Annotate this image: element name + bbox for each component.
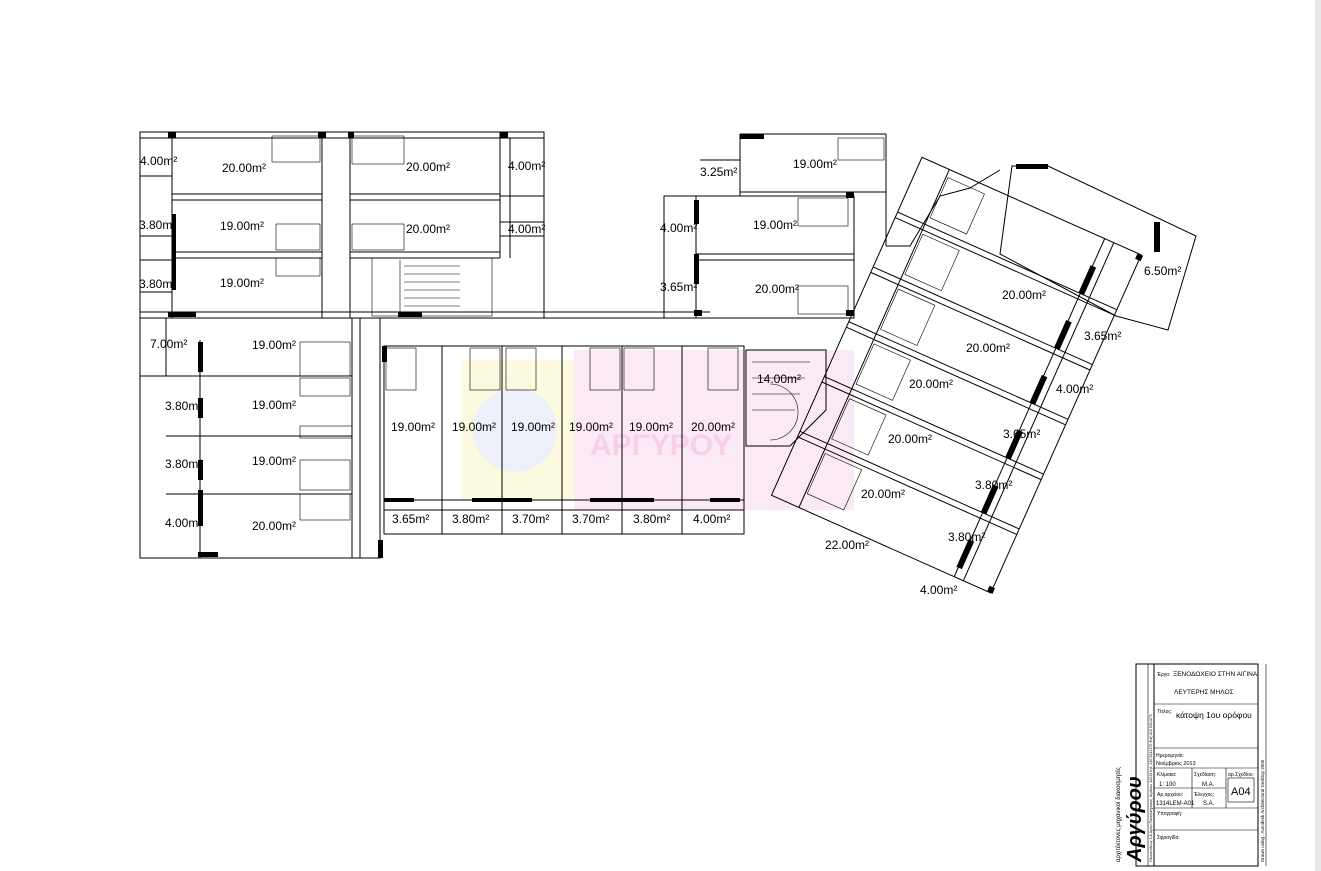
- balcony-area: 3.25m²: [700, 165, 737, 179]
- file-value: 1314LEM-A01: [1156, 801, 1195, 807]
- balcony-area: 3.80m²: [165, 457, 202, 471]
- room-area: 19.00m²: [391, 420, 435, 434]
- balcony-area: 4.00m²: [1056, 382, 1093, 396]
- balcony-area: 7.00m²: [150, 337, 187, 351]
- left-lower-block: [139, 317, 383, 559]
- firm-address: Ηλιουπόλεως 3 & Αγίου Παντελεήμονος, Αιγ…: [1149, 714, 1153, 862]
- owner-name: ΛΕΥΤΕΡΗΣ ΜΗΛΟΣ: [1174, 689, 1234, 696]
- balcony-area: 4.00m²: [140, 154, 177, 168]
- page-edge: [1315, 0, 1321, 871]
- stamp-label: Σφραγίδα:: [1157, 835, 1180, 841]
- watermark: ΑΡΓΥΡΟΥ: [462, 350, 854, 510]
- room-area: 19.00m²: [220, 219, 264, 233]
- room-area: 19.00m²: [629, 420, 673, 434]
- room-area: 19.00m²: [793, 157, 837, 171]
- room-area: 19.00m²: [569, 420, 613, 434]
- balcony-area: 3.80m²: [139, 277, 176, 291]
- room-area: 20.00m²: [909, 377, 953, 391]
- checked-label: Έλεγχος:: [1193, 792, 1214, 798]
- drawn-label: Σχεδίαση:: [1194, 772, 1216, 778]
- room-area: 20.00m²: [222, 161, 266, 175]
- balcony-area: 4.00m²: [508, 159, 545, 173]
- middle-rooms: [382, 345, 745, 535]
- balcony-area: 3.80m²: [139, 218, 176, 232]
- right-angled-wing: [770, 156, 1197, 594]
- room-area: 19.00m²: [452, 420, 496, 434]
- balcony-area: 3.80m²: [633, 512, 670, 526]
- balcony-area: 4.00m²: [693, 512, 730, 526]
- room-area: 19.00m²: [753, 218, 797, 232]
- balcony-labels: 4.00m² 4.00m² 3.80m² 4.00m² 3.80m² 3.25m…: [139, 154, 1181, 597]
- room-area: 20.00m²: [1002, 288, 1046, 302]
- balcony-area: 4.00m²: [508, 222, 545, 236]
- room-area: 19.00m²: [252, 338, 296, 352]
- room-area: 20.00m²: [252, 519, 296, 533]
- room-area: 20.00m²: [861, 487, 905, 501]
- checked-value: S.A.: [1203, 801, 1215, 807]
- drawn-value: Μ.Α.: [1202, 782, 1215, 788]
- balcony-area: 3.65m²: [392, 512, 429, 526]
- balcony-area: 3.65m²: [660, 280, 697, 294]
- project-label: Έργο:: [1156, 672, 1170, 678]
- balcony-area: 3.65m²: [1003, 427, 1040, 441]
- room-area: 22.00m²: [825, 538, 869, 552]
- room-area: 20.00m²: [755, 282, 799, 296]
- file-label: Αρ.αρχείου:: [1157, 792, 1183, 798]
- corridor: [360, 311, 710, 319]
- balcony-area: 3.70m²: [512, 512, 549, 526]
- balcony-area: 3.70m²: [572, 512, 609, 526]
- sheet-label: αρ.Σχεδίου:: [1228, 772, 1254, 778]
- title-block: Έργο: ΞΕΝΟΔΟΧΕΙΟ ΣΤΗΝ ΑΙΓΙΝΑ ΛΕΥΤΕΡΗΣ ΜΗ…: [1115, 663, 1267, 867]
- room-area: 20.00m²: [406, 222, 450, 236]
- room-area: 20.00m²: [406, 160, 450, 174]
- left-upper-block: [139, 131, 545, 319]
- balcony-area: 3.80m²: [452, 512, 489, 526]
- balcony-area: 6.50m²: [1144, 264, 1181, 278]
- balcony-area: 3.80m²: [165, 399, 202, 413]
- room-area: 19.00m²: [252, 454, 296, 468]
- firm-tagline: αρχιτέκτονες μηχανικοί διακοσμητές: [1115, 767, 1122, 862]
- room-area: 20.00m²: [691, 420, 735, 434]
- right-middle-block: [663, 133, 887, 319]
- project-name: ΞΕΝΟΔΟΧΕΙΟ ΣΤΗΝ ΑΙΓΙΝΑ: [1173, 671, 1258, 678]
- drawing-title: κάτοψη 1ου ορόφου: [1176, 710, 1252, 720]
- room-labels: 20.00m² 20.00m² 19.00m² 20.00m² 19.00m² …: [220, 157, 1046, 552]
- room-area: 19.00m²: [511, 420, 555, 434]
- sheet-number: A04: [1231, 786, 1251, 798]
- balcony-area: 3.65m²: [1084, 329, 1121, 343]
- balcony-area: 4.00m²: [165, 516, 202, 530]
- room-area: 20.00m²: [888, 432, 932, 446]
- watermark-text: ΑΡΓΥΡΟΥ: [590, 429, 732, 462]
- scale-label: Κλίμακα:: [1157, 772, 1176, 778]
- room-area: 14.00m²: [757, 372, 801, 386]
- date-label: Ημερομηνία:: [1156, 753, 1184, 759]
- title-label: Τίτλος:: [1157, 709, 1172, 715]
- room-area: 19.00m²: [220, 276, 264, 290]
- balcony-area: 4.00m²: [660, 221, 697, 235]
- balcony-area: 3.80m²: [975, 478, 1012, 492]
- date-value: Νοέμβριος 2013: [1156, 760, 1196, 767]
- room-area: 20.00m²: [966, 341, 1010, 355]
- balcony-area: 3.80m²: [948, 530, 985, 544]
- balcony-area: 4.00m²: [920, 583, 957, 597]
- signature-label: Υπογραφή:: [1157, 810, 1182, 817]
- room-area: 19.00m²: [252, 398, 296, 412]
- stair-core: [745, 349, 827, 447]
- software-note: Drawn using : Autodesk Architectural Des…: [1260, 759, 1265, 862]
- scale-value: 1: 100: [1159, 782, 1176, 788]
- firm-logo: Αργύρου: [1124, 776, 1146, 863]
